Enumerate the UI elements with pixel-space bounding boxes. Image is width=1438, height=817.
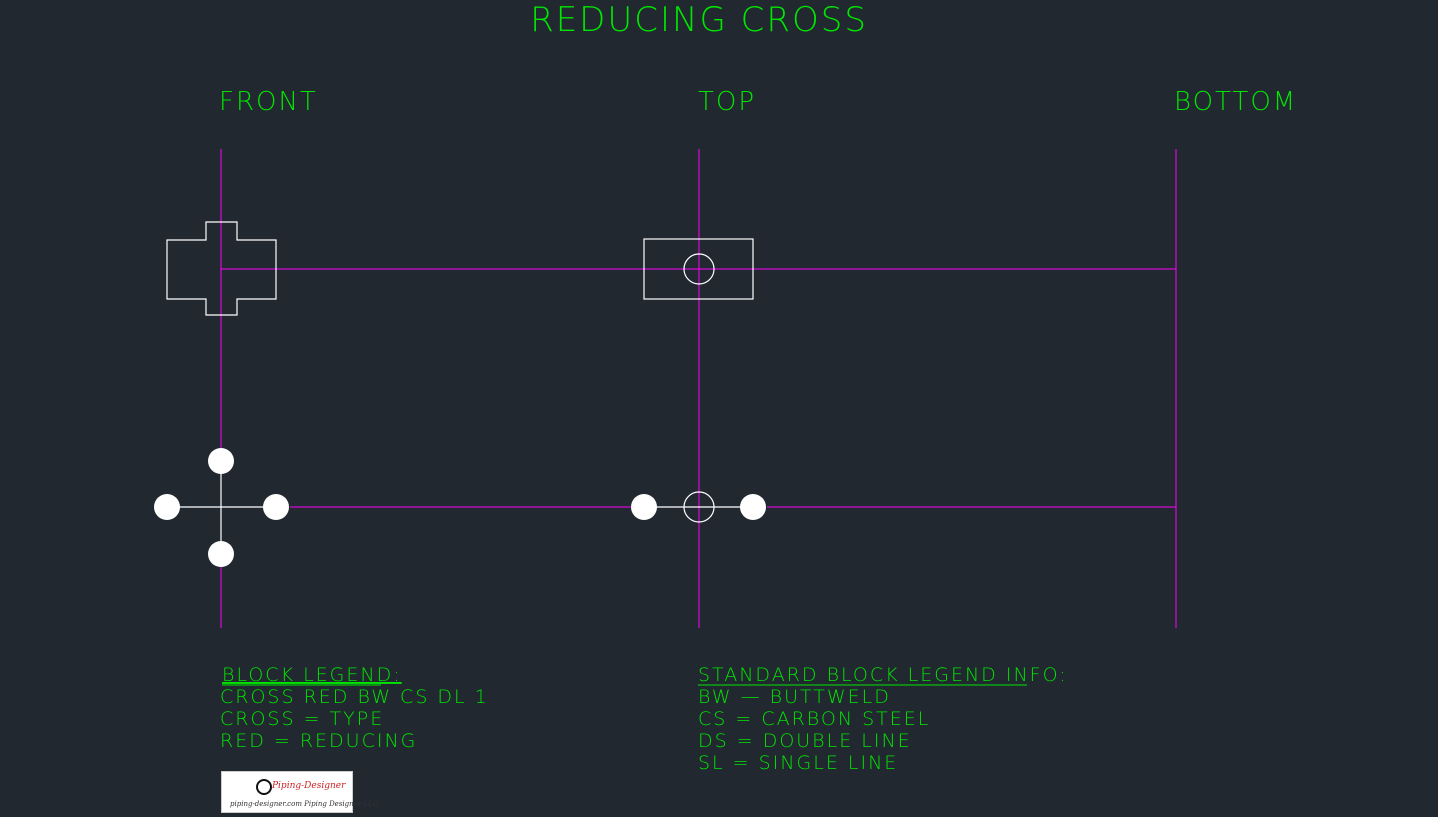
weld-dot (154, 494, 180, 520)
front-double-line-cross (166, 221, 277, 316)
standard-block-legend: STANDARD BLOCK LEGEND INFO: BW — BUTTWEL… (698, 664, 1068, 774)
standard-legend-line: CS = CARBON STEEL (698, 708, 930, 730)
view-label-bottom: BOTTOM (1174, 87, 1297, 117)
logo-brand-text: Piping-Designer (272, 781, 346, 791)
weld-dot (631, 494, 657, 520)
weld-dot (740, 494, 766, 520)
standard-legend-heading: STANDARD BLOCK LEGEND INFO: (698, 664, 1068, 686)
block-legend-heading: BLOCK LEGEND: (222, 664, 402, 686)
weld-dot (263, 494, 289, 520)
standard-legend-line: SL = SINGLE LINE (698, 752, 898, 774)
view-label-top: TOP (698, 87, 756, 117)
top-single-line-branch-circle (683, 491, 715, 523)
top-single-line-cross (631, 491, 766, 523)
block-legend-line: CROSS RED BW CS DL 1 (220, 686, 489, 708)
front-single-line-cross (154, 448, 289, 567)
block-legend-line: RED = REDUCING (220, 730, 417, 752)
standard-legend-line: DS = DOUBLE LINE (698, 730, 912, 752)
view-label-front: FRONT (219, 87, 318, 117)
construction-lines (220, 149, 1177, 628)
weld-dot (208, 541, 234, 567)
standard-legend-line: BW — BUTTWELD (698, 686, 891, 708)
top-double-line-body (643, 238, 754, 300)
drawing-title: REDUCING CROSS (530, 0, 868, 40)
piping-designer-logo: Piping-Designer piping-designer.com Pipi… (221, 771, 378, 813)
weld-dot (208, 448, 234, 474)
logo-caption-text: piping-designer.com Piping Designer LLC (230, 800, 379, 808)
top-double-line-branch-circle (683, 253, 715, 285)
globe-icon (256, 779, 272, 795)
block-legend-line: CROSS = TYPE (220, 708, 384, 730)
block-legend: BLOCK LEGEND: CROSS RED BW CS DL 1 CROSS… (220, 664, 489, 752)
